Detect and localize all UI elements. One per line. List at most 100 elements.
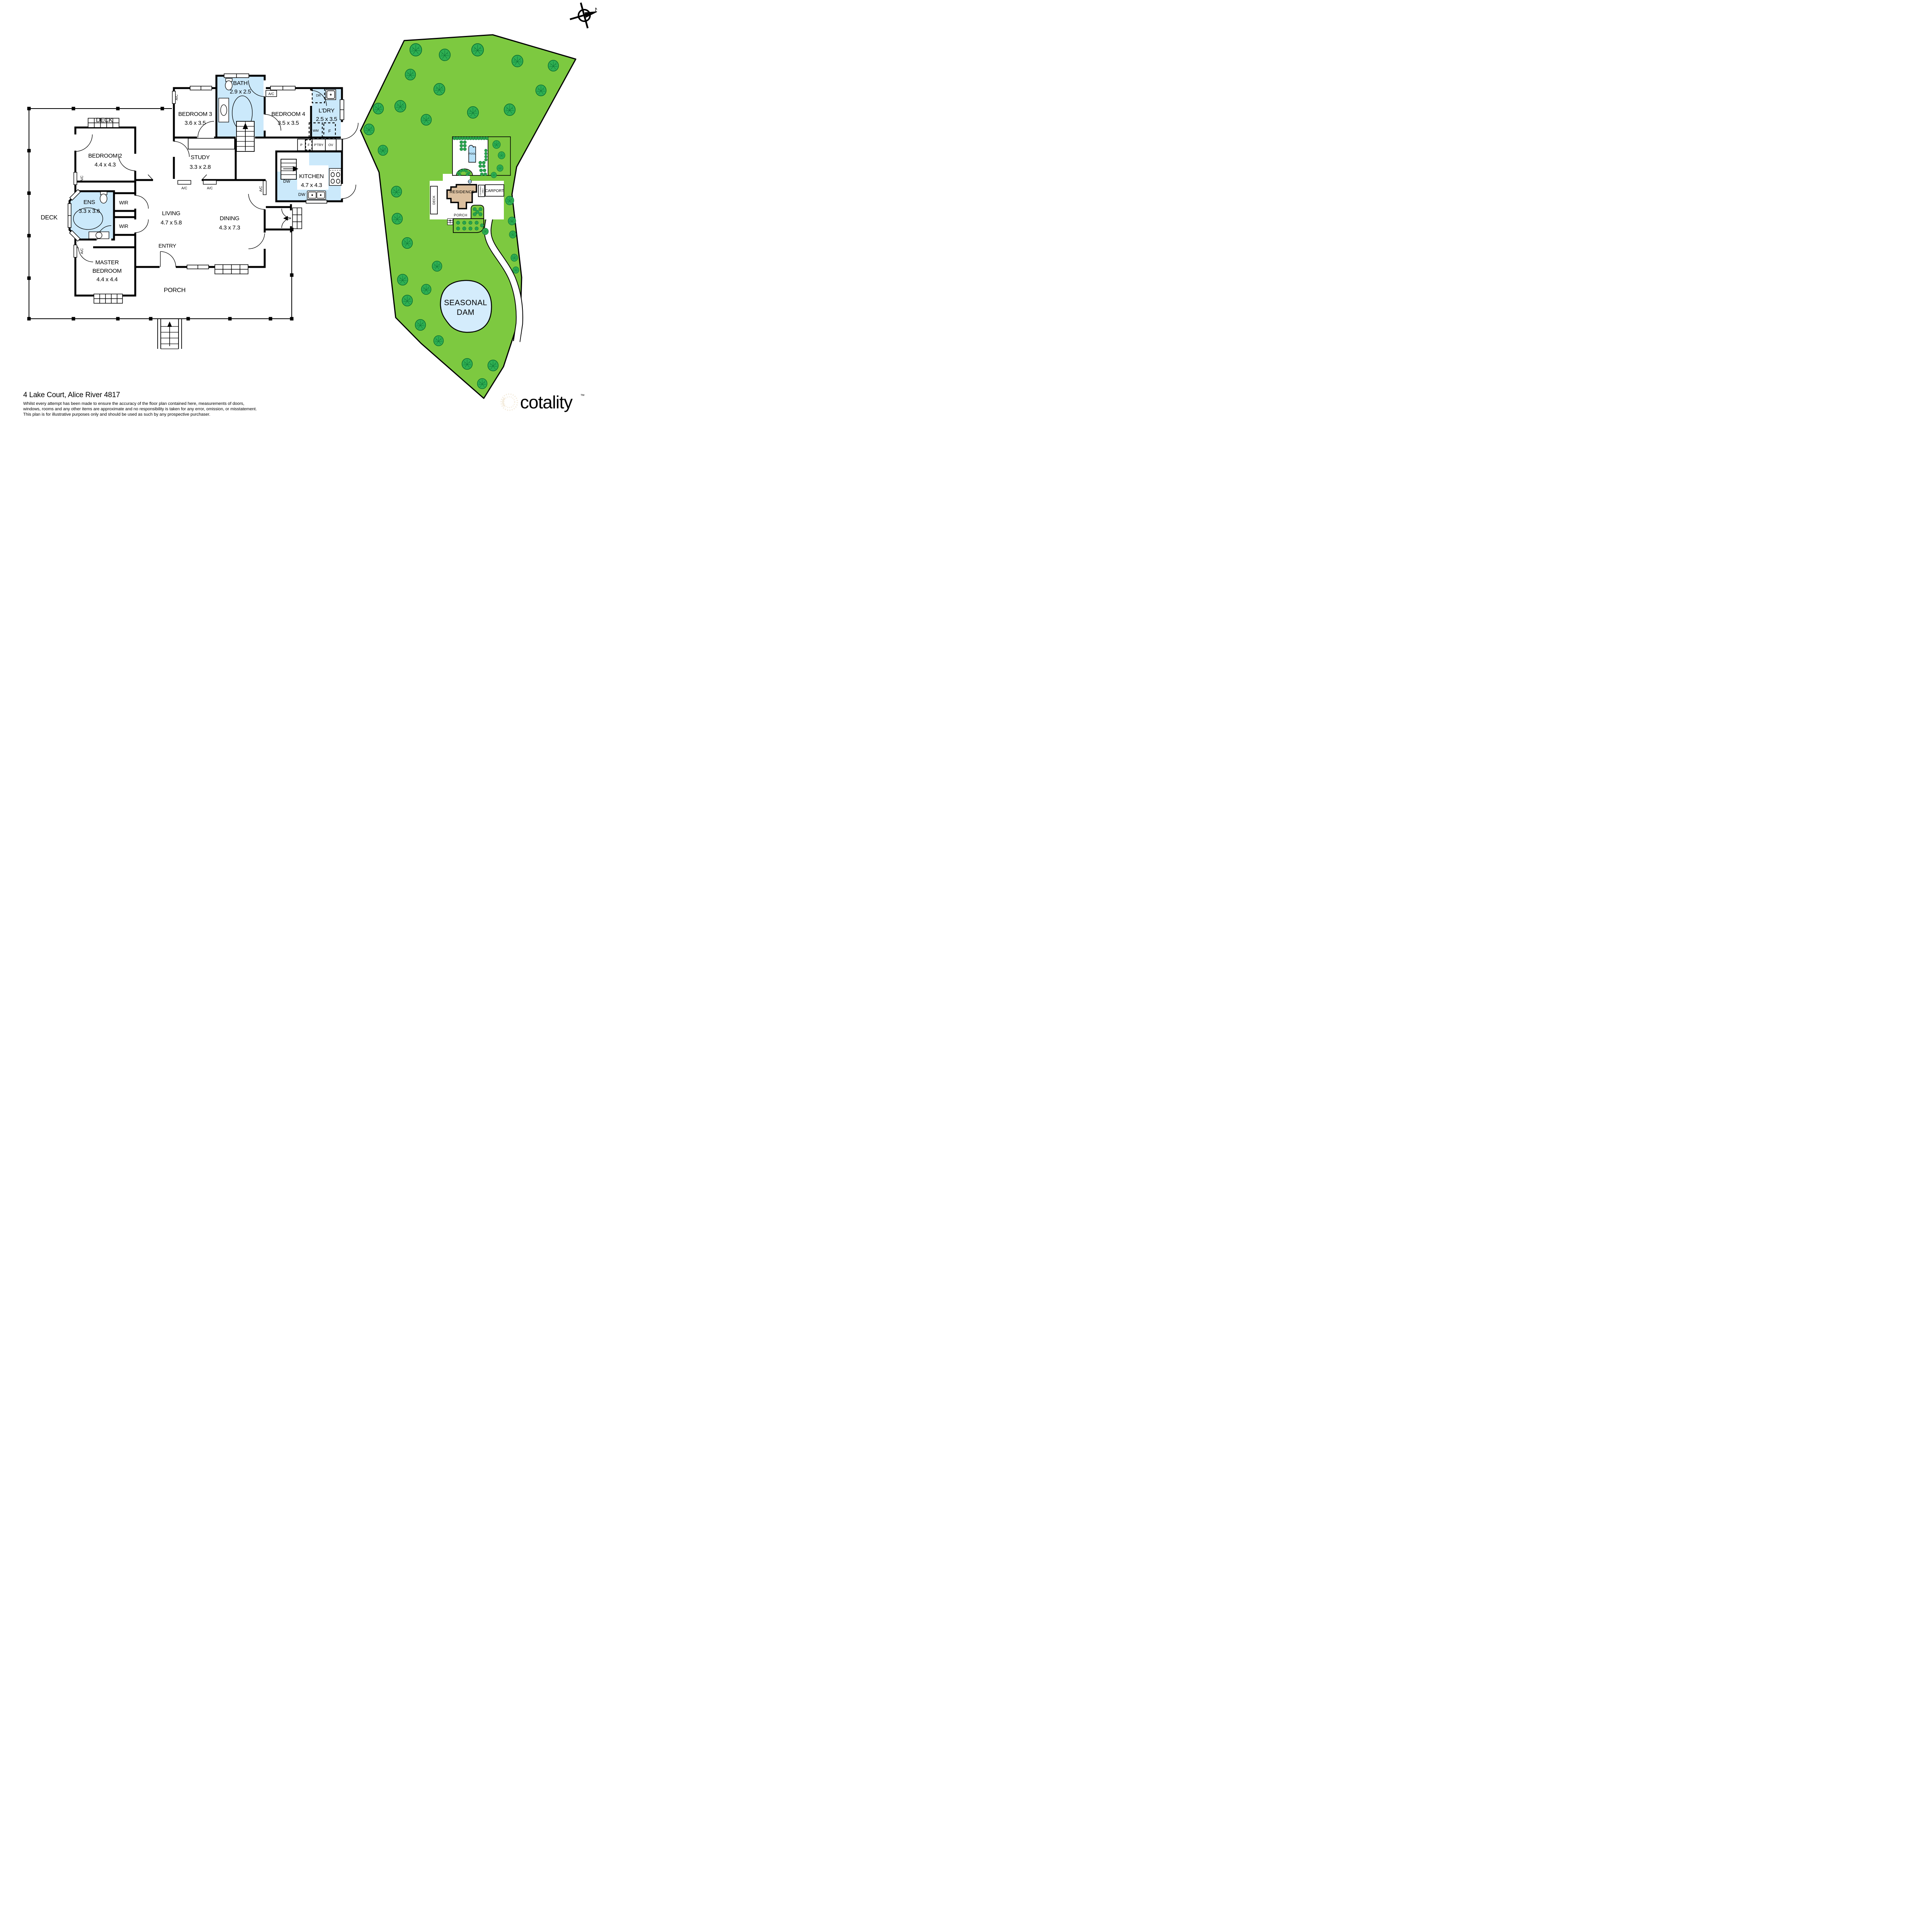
bush-icon (484, 155, 488, 158)
site-carport (485, 184, 504, 197)
bush-icon (483, 172, 487, 176)
ensuite-fixtures (73, 191, 109, 239)
ens-bathtub (73, 207, 103, 230)
bush-icon (473, 212, 477, 216)
study-desk (188, 138, 235, 150)
appliance-labels: A/C A/C A/C A/C A/C A/C A/C DW DW DR WM … (80, 92, 333, 254)
pantry-ptry-label: P'TRY (314, 143, 323, 147)
disclaimer-line-1: Whilst every attempt has been made to en… (23, 401, 244, 406)
tree-icon (512, 267, 519, 274)
door-gaps (74, 80, 344, 268)
dw-label-2: DW (298, 192, 306, 197)
window-seat-dining (214, 264, 248, 274)
porch-door-landing (292, 207, 302, 229)
site-residence-group: H.W.T RESIDENCE CARPORT DECK COVERED ARE… (430, 180, 504, 225)
compass-n-label: N (595, 7, 597, 13)
bush-icon (485, 136, 489, 140)
pantry-row (297, 139, 342, 151)
tree-icon (372, 103, 384, 114)
pool (468, 145, 476, 163)
ac-label-bed2: A/C (80, 175, 84, 182)
bush-icon (484, 158, 488, 161)
bush-icon (456, 226, 460, 231)
wir-label-1: WIR (119, 200, 128, 206)
tree-icon (548, 60, 559, 71)
dim-label-study: 3.3 x 2.8 (190, 164, 211, 170)
tree-icon (510, 254, 518, 262)
tree-icon (421, 284, 432, 295)
door-arcs (75, 80, 359, 267)
bush-icon (468, 226, 473, 231)
site-porch-label: PORCH (454, 213, 467, 217)
bush-icon (478, 212, 483, 216)
bush-icon (474, 226, 479, 231)
floor-plan-page: POOL H.W.T (0, 0, 597, 422)
cotality-logo-text: cotality (520, 392, 573, 412)
tree-icon (415, 319, 426, 331)
laundry-sink (325, 89, 336, 100)
fridge-label-laundry: F (328, 129, 331, 134)
bush-icon (464, 169, 468, 173)
room-label-master-2: BEDROOM (92, 268, 121, 274)
bush-icon (473, 207, 477, 211)
window-living (187, 265, 209, 269)
window-ens-lower (69, 230, 81, 242)
site-residence-label: RESIDENCE (450, 190, 475, 194)
window-kitchen (306, 200, 327, 204)
tree-icon (503, 104, 516, 116)
site-covered-area (478, 185, 485, 197)
site-porch-steps (447, 218, 453, 225)
ac-units (73, 90, 277, 258)
bush-icon (478, 161, 482, 165)
bath-toilet (225, 78, 233, 90)
site-hwt (468, 180, 472, 184)
seasonal-dam: SEASONAL DAM (440, 280, 492, 333)
tree-icon (461, 358, 473, 370)
tree-icon (432, 261, 442, 272)
stove (329, 168, 342, 186)
room-label-bedroom3: BEDROOM 3 (178, 111, 212, 117)
dim-label-kitchen: 4.7 x 4.3 (301, 182, 322, 189)
room-label-master-1: MASTER (95, 259, 119, 266)
tree-icon (509, 231, 517, 238)
dim-label-bedroom2: 4.4 x 4.3 (95, 161, 116, 168)
tree-icon (482, 228, 489, 235)
bush-icon (462, 226, 466, 231)
cotality-logo: cotality ™ (500, 392, 585, 412)
tree-icon (394, 100, 406, 112)
bush-icon (484, 152, 488, 155)
bush-icon (484, 149, 488, 152)
tree-icon (397, 274, 408, 286)
porch-label: PORCH (164, 287, 185, 294)
pantry-f-label: F (308, 143, 310, 147)
bush-icon (463, 144, 467, 148)
footer: 4 Lake Court, Alice River 4817 Whilst ev… (23, 391, 257, 417)
bush-icon (456, 221, 460, 225)
deck-top-label: DECK (96, 117, 113, 124)
bush-icon (483, 168, 486, 172)
entry-label: ENTRY (158, 243, 177, 249)
tree-icon (491, 172, 497, 178)
compass-north-icon: N (570, 2, 597, 29)
bush-icon (459, 144, 463, 148)
room-label-kitchen: KITCHEN (299, 173, 324, 180)
dr-label: DR (316, 93, 321, 97)
dim-label-bath: 2.9 x 2.5 (230, 88, 251, 95)
garden-below-porch (453, 218, 484, 233)
window-ldry (340, 99, 344, 120)
room-label-bedroom4: BEDROOM 4 (271, 111, 305, 117)
dim-label-dining: 4.3 x 7.3 (219, 224, 240, 231)
dim-label-master: 4.4 x 4.4 (97, 276, 118, 283)
site-residence-footprint (446, 184, 477, 209)
dim-label-bedroom3: 3.6 x 3.5 (185, 120, 206, 126)
dim-label-ens: 3.3 x 3.6 (79, 208, 100, 214)
room-label-ens: ENS (83, 199, 95, 206)
window-bedroom3 (190, 86, 212, 90)
room-labels: DECK DECK PORCH ENTRY BEDROOM 2 4.4 x 4.… (41, 80, 337, 294)
bush-icon (479, 168, 483, 172)
tree-icon (477, 378, 488, 389)
washing-machine-box (308, 122, 323, 139)
dim-label-ldry: 2.5 x 3.5 (316, 116, 337, 122)
kitchen-sink (307, 190, 326, 200)
site-covered-label-1: COVERED (480, 186, 482, 195)
